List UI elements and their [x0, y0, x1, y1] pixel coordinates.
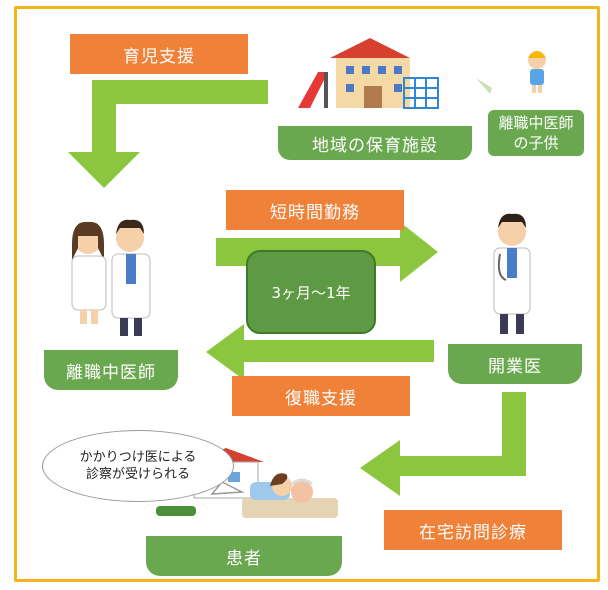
card-label-patient: 患者: [146, 536, 342, 576]
label-childcare-support: 育児支援: [70, 34, 248, 74]
arrow-home-visit: [360, 392, 526, 496]
arrow-return: [206, 324, 434, 380]
child-illustration: [476, 51, 546, 94]
label-short-hours: 短時間勤務: [226, 190, 404, 230]
practitioner-illustration: [493, 213, 531, 334]
speech-bubble: かかりつけ医による診察が受けられる: [42, 430, 234, 502]
diagram-frame: [14, 6, 600, 582]
speech-bubble-text: かかりつけ医による診察が受けられる: [79, 450, 197, 482]
card-nursery: 地域の保育施設: [278, 28, 472, 160]
card-label-practitioner: 開業医: [448, 344, 582, 384]
arrow-childcare: [68, 80, 268, 188]
card-label-child: 離職中医師の子供: [488, 110, 584, 156]
label-return-support: 復職支援: [232, 376, 410, 416]
nursery-illustration: [298, 38, 439, 109]
doctors-illustration: [71, 219, 151, 336]
card-label-doctors-on-leave: 離職中医師: [44, 350, 178, 390]
period-box: 3ヶ月〜1年: [246, 250, 376, 334]
card-label-nursery: 地域の保育施設: [278, 126, 472, 160]
label-home-visit: 在宅訪問診療: [384, 510, 562, 550]
